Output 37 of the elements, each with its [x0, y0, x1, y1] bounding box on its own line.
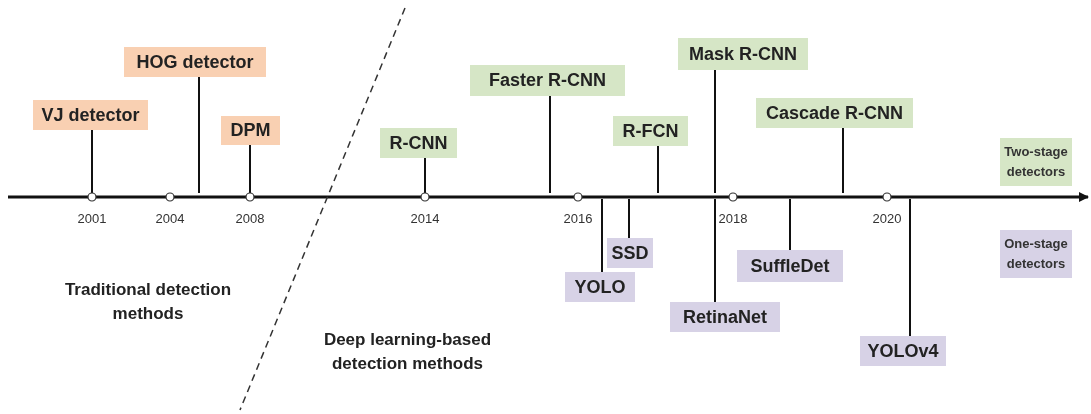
era-label: Deep learning-based detection methods	[322, 329, 493, 375]
leader-line	[549, 95, 551, 194]
method-box: DPM	[221, 116, 280, 145]
method-box: YOLO	[565, 272, 635, 302]
method-box: R-FCN	[613, 116, 688, 146]
legend-label: Two-stage detectors	[1003, 143, 1069, 181]
year-label: 2014	[409, 211, 441, 226]
leader-line	[842, 127, 844, 194]
era-label: Traditional detection methods	[63, 279, 233, 325]
leader-line	[91, 129, 93, 194]
legend-label: One-stage detectors	[1003, 235, 1069, 273]
method-box: SuffleDet	[737, 250, 843, 282]
leader-line	[657, 145, 659, 194]
leader-line	[198, 76, 200, 194]
leader-line	[714, 69, 716, 194]
year-label: 2008	[234, 211, 266, 226]
leader-line	[909, 198, 911, 337]
method-box: R-CNN	[380, 128, 457, 158]
leader-line	[628, 198, 630, 239]
method-box: SSD	[607, 238, 653, 268]
leader-line	[601, 198, 603, 273]
method-box: YOLOv4	[860, 336, 946, 366]
year-label: 2016	[562, 211, 594, 226]
method-box: Cascade R-CNN	[756, 98, 913, 128]
method-box: HOG detector	[124, 47, 266, 77]
leader-line	[714, 198, 716, 303]
method-box: RetinaNet	[670, 302, 780, 332]
leader-line	[789, 198, 791, 251]
leader-line	[424, 157, 426, 194]
year-label: 2001	[76, 211, 108, 226]
method-box: VJ detector	[33, 100, 148, 130]
year-label: 2020	[871, 211, 903, 226]
leader-line	[249, 144, 251, 194]
method-box: Faster R-CNN	[470, 65, 625, 96]
method-box: Mask R-CNN	[678, 38, 808, 70]
year-label: 2004	[154, 211, 186, 226]
year-label: 2018	[717, 211, 749, 226]
